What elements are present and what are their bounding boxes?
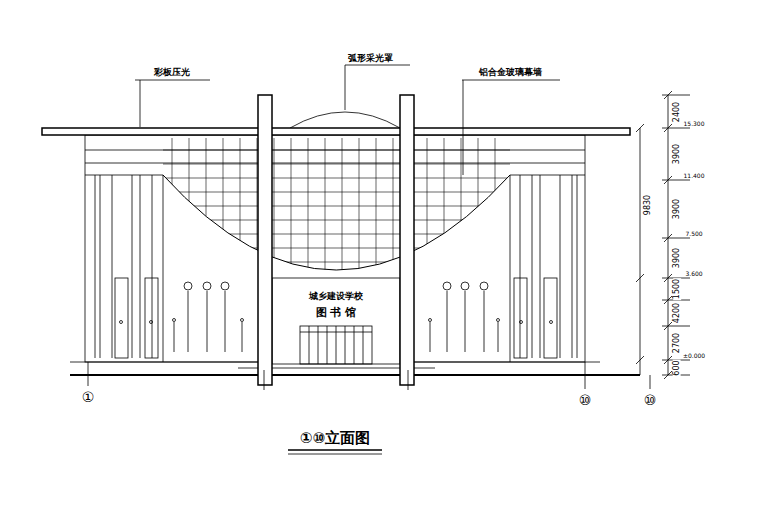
- drawing-line: [636, 356, 644, 364]
- drawing-line: [189, 138, 190, 300]
- dimension: 2400: [673, 101, 681, 123]
- drawing-line: [163, 178, 510, 179]
- drawing-line: [478, 138, 479, 300]
- dimension: 1500: [673, 278, 681, 300]
- dimension: 3900: [673, 143, 681, 165]
- drawing-line: [206, 138, 207, 300]
- drawing-line: [376, 138, 377, 300]
- callout-text: 弧形采光罩: [347, 54, 394, 63]
- drawing-line: [163, 262, 510, 263]
- drawing-line: [163, 192, 510, 193]
- drawing-line: [163, 164, 510, 165]
- drawing-line: [325, 138, 326, 300]
- drawing-line: [223, 138, 224, 300]
- drawing-line: [308, 138, 309, 300]
- drawing-line: [662, 238, 690, 239]
- drawing-line: [662, 180, 690, 181]
- drawing-line: [163, 206, 510, 207]
- level-mark: 7.500: [684, 231, 703, 237]
- drawing-line: [359, 138, 360, 300]
- axis-number: ⑩: [578, 393, 593, 407]
- drawing-line: [393, 138, 394, 300]
- drawing-line: [163, 150, 510, 151]
- building-sign: 图 书 馆: [315, 307, 358, 318]
- axis-number: ⑩: [643, 393, 658, 407]
- drawing-title: ①⑩立面图: [299, 431, 371, 446]
- drawing-line: [291, 138, 292, 300]
- callout-text: 铝合金玻璃幕墙: [478, 68, 543, 77]
- drawing-line: [163, 276, 510, 277]
- axis-number: ①: [81, 390, 96, 404]
- level-mark: 3.600: [684, 271, 703, 277]
- drawing-line: [163, 234, 510, 235]
- drawing-line: [163, 220, 510, 221]
- drawing-line: [662, 95, 690, 96]
- drawing-line: [427, 138, 428, 300]
- callout-text: 彩板压光: [153, 68, 191, 77]
- dimension: 9830: [644, 194, 652, 216]
- level-mark: 15.300: [683, 121, 706, 127]
- dimension: 4200: [673, 302, 681, 324]
- dimension: 3900: [673, 247, 681, 269]
- drawing-line: [444, 138, 445, 300]
- drawing-line: [240, 138, 241, 300]
- drawing-line: [461, 138, 462, 300]
- drawing-line: [172, 138, 173, 300]
- dimension: 3900: [673, 198, 681, 220]
- drawing-line: [163, 248, 510, 249]
- drawing-line: [342, 138, 343, 300]
- dimension: 600: [673, 359, 681, 376]
- drawing-line: [636, 124, 644, 132]
- dimension: 2700: [673, 332, 681, 354]
- drawing-line: [662, 326, 690, 327]
- drawing-line: [636, 274, 644, 282]
- level-mark: 11.400: [683, 173, 706, 179]
- level-mark: ±0.000: [682, 353, 706, 359]
- building-sign: 城乡建设学校: [308, 292, 364, 301]
- drawing-line: [662, 128, 690, 129]
- drawing-line: [274, 138, 275, 300]
- drawing-line: [495, 138, 496, 300]
